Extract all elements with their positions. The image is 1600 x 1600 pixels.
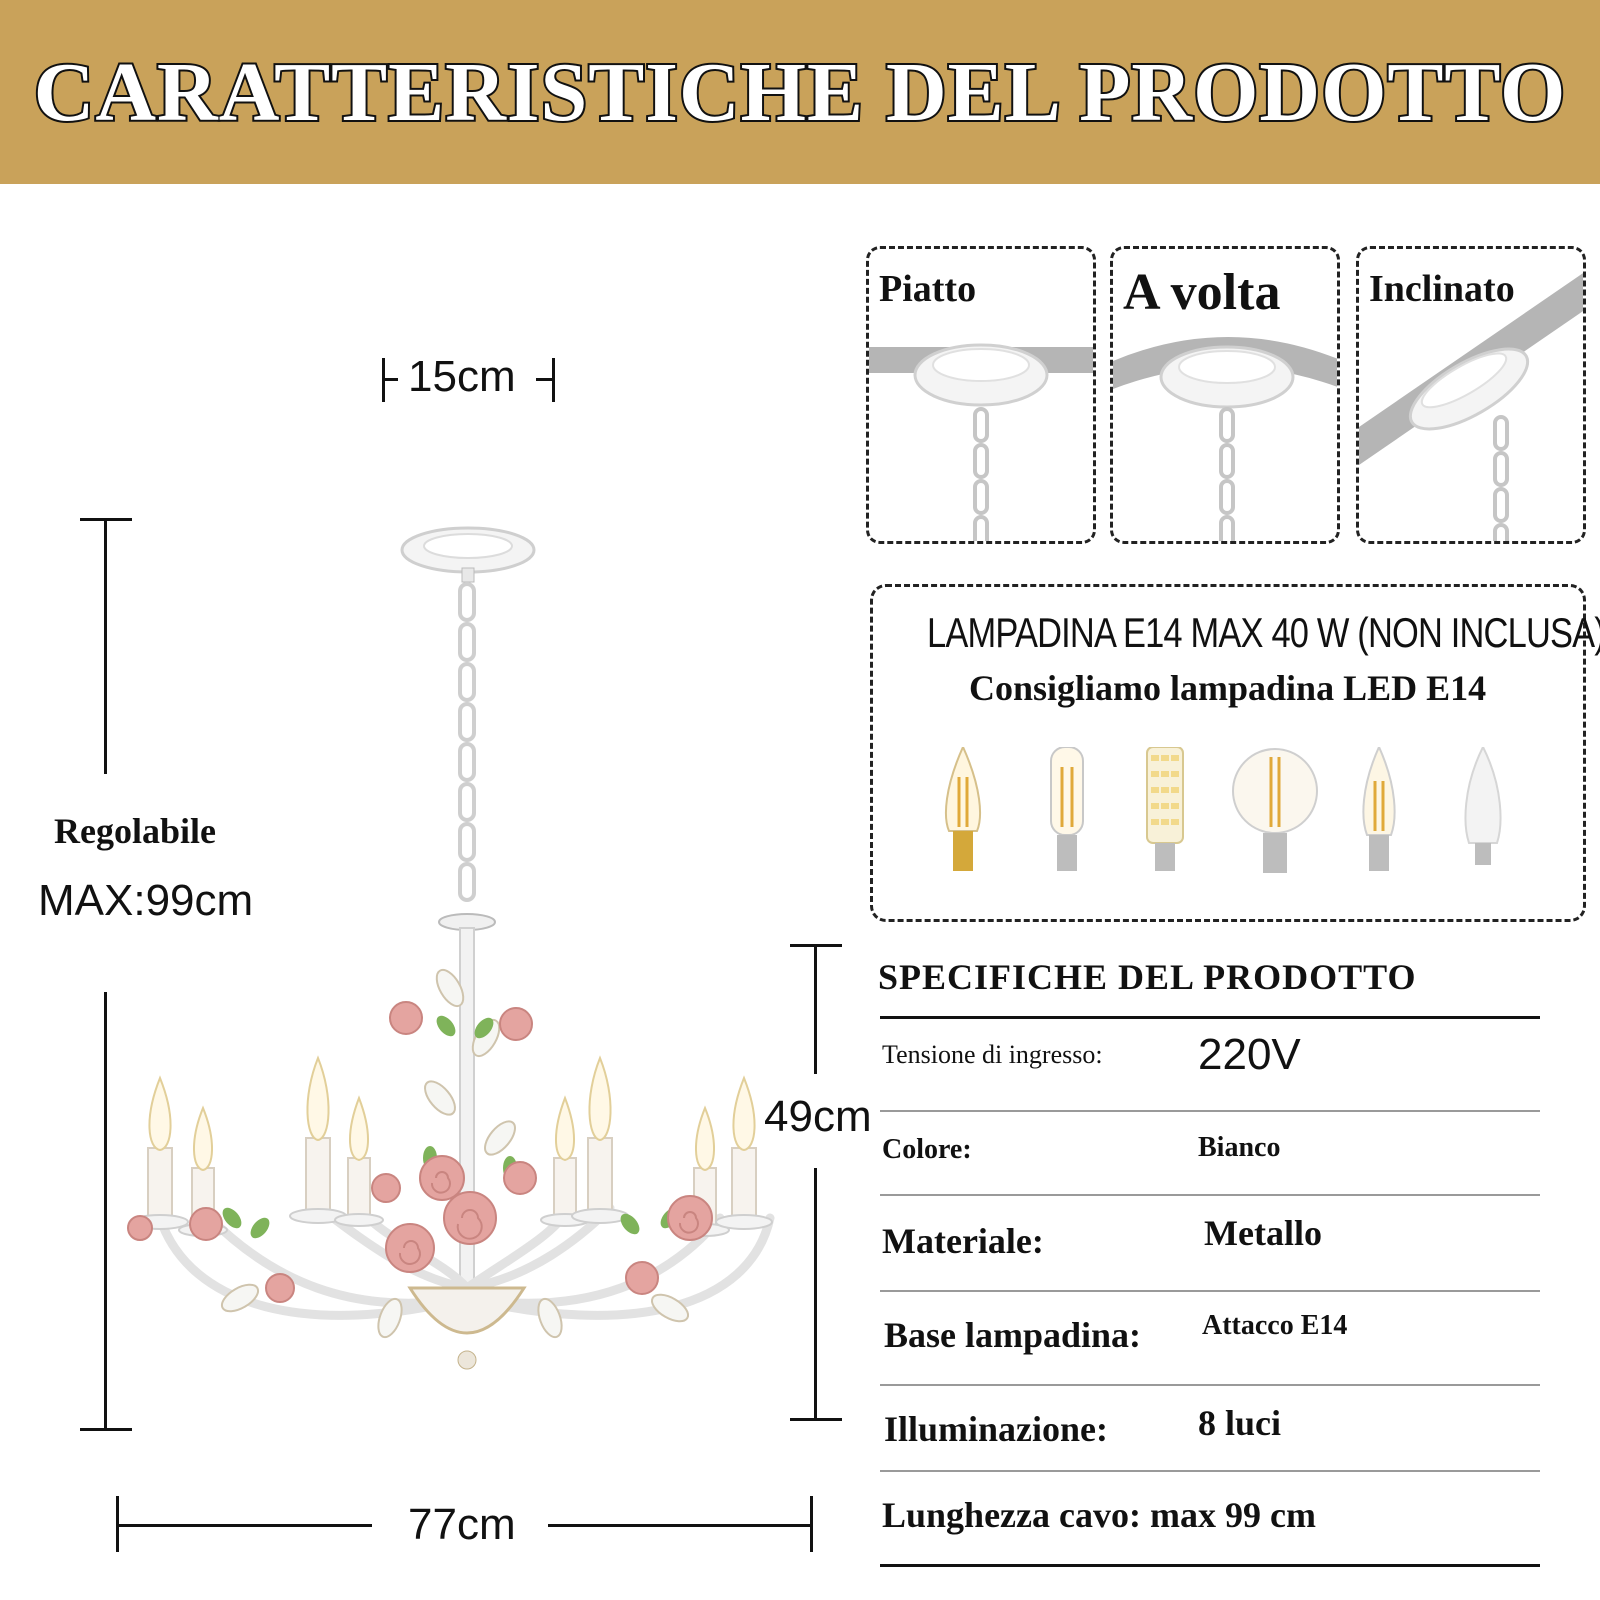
spec-divider	[880, 1384, 1540, 1386]
flat-ceiling-illustration	[869, 343, 1093, 541]
body-height-bottom-tick	[790, 1418, 842, 1421]
height-dim-bottom-line	[104, 992, 107, 1430]
height-dim-bottom-tick	[80, 1428, 132, 1431]
spec-divider	[880, 1194, 1540, 1196]
spec-value-color: Bianco	[1198, 1132, 1281, 1163]
canopy-dim-right-arrow	[536, 378, 552, 381]
bulb-info-panel: LAMPADINA E14 MAX 40 W (NON INCLUSA) Con…	[870, 584, 1600, 922]
ceiling-type-label: Inclinato	[1369, 268, 1515, 310]
body-height-top-line	[814, 944, 817, 1074]
max-length-label: MAX:99cm	[38, 876, 254, 925]
frosted-candle-bulb-icon	[1464, 747, 1502, 865]
clear-candle-bulb-icon	[1362, 747, 1396, 871]
adjustable-label: Regolabile	[54, 811, 216, 851]
ceiling-type-label: A volta	[1123, 264, 1281, 321]
sloped-ceiling-illustration	[1359, 273, 1583, 541]
canopy-dim-right-tick	[552, 358, 555, 402]
bulb-title: LAMPADINA E14 MAX 40 W (NON INCLUSA)	[927, 609, 1600, 656]
width-dim-left-tick	[116, 1496, 119, 1552]
spec-label-color: Colore:	[882, 1134, 972, 1165]
page-title: CARATTERISTICHE DEL PRODOTTO	[32, 44, 1568, 141]
canopy-dim-left-tick	[382, 358, 385, 402]
spec-label-bulb-base: Base lampadina:	[884, 1315, 1142, 1355]
ceiling-type-flat: Piatto	[866, 246, 1096, 544]
ceiling-type-vaulted: A volta	[1110, 246, 1340, 544]
spec-label-material: Materiale:	[882, 1221, 1044, 1261]
spec-divider	[880, 1470, 1540, 1472]
candle-bulb-icon	[944, 747, 982, 871]
body-width-label: 77cm	[408, 1500, 516, 1549]
specs-bottom-rule	[880, 1564, 1540, 1567]
spec-value-material: Metallo	[1204, 1213, 1322, 1253]
body-height-label: 49cm	[764, 1092, 872, 1141]
specs-title: SPECIFICHE DEL PRODOTTO	[878, 957, 1417, 997]
globe-bulb-icon	[1232, 748, 1318, 873]
body-height-bottom-line	[814, 1168, 817, 1420]
tube-bulb-icon	[1050, 747, 1084, 871]
bulb-subtitle: Consigliamo lampadina LED E14	[969, 668, 1487, 708]
spec-label-voltage: Tensione di ingresso:	[882, 1040, 1103, 1069]
spec-value-lighting: 8 luci	[1198, 1403, 1282, 1443]
width-dim-left-line	[118, 1524, 372, 1527]
ceiling-type-label: Piatto	[879, 268, 977, 310]
width-dim-right-line	[548, 1524, 812, 1527]
specs-top-rule	[880, 1016, 1540, 1019]
canopy-width-label: 15cm	[408, 352, 516, 401]
width-dim-right-tick	[810, 1496, 813, 1552]
height-dim-top-line	[104, 518, 107, 774]
spec-label-lighting: Illuminazione:	[884, 1409, 1109, 1449]
corn-led-bulb-icon	[1146, 747, 1184, 871]
spec-value-voltage: 220V	[1198, 1030, 1301, 1079]
spec-label-cable-length: Lunghezza cavo: max 99 cm	[882, 1495, 1316, 1535]
spec-divider	[880, 1290, 1540, 1292]
spec-value-bulb-base: Attacco E14	[1202, 1310, 1348, 1341]
canopy-dim-left-arrow	[384, 378, 398, 381]
ceiling-type-sloped: Inclinato	[1356, 246, 1586, 544]
chandelier-image	[127, 526, 775, 1370]
vaulted-ceiling-illustration	[1113, 337, 1337, 541]
bulb-types-image	[944, 747, 1502, 873]
header-banner: CARATTERISTICHE DEL PRODOTTO	[0, 0, 1600, 184]
spec-divider	[880, 1110, 1540, 1112]
